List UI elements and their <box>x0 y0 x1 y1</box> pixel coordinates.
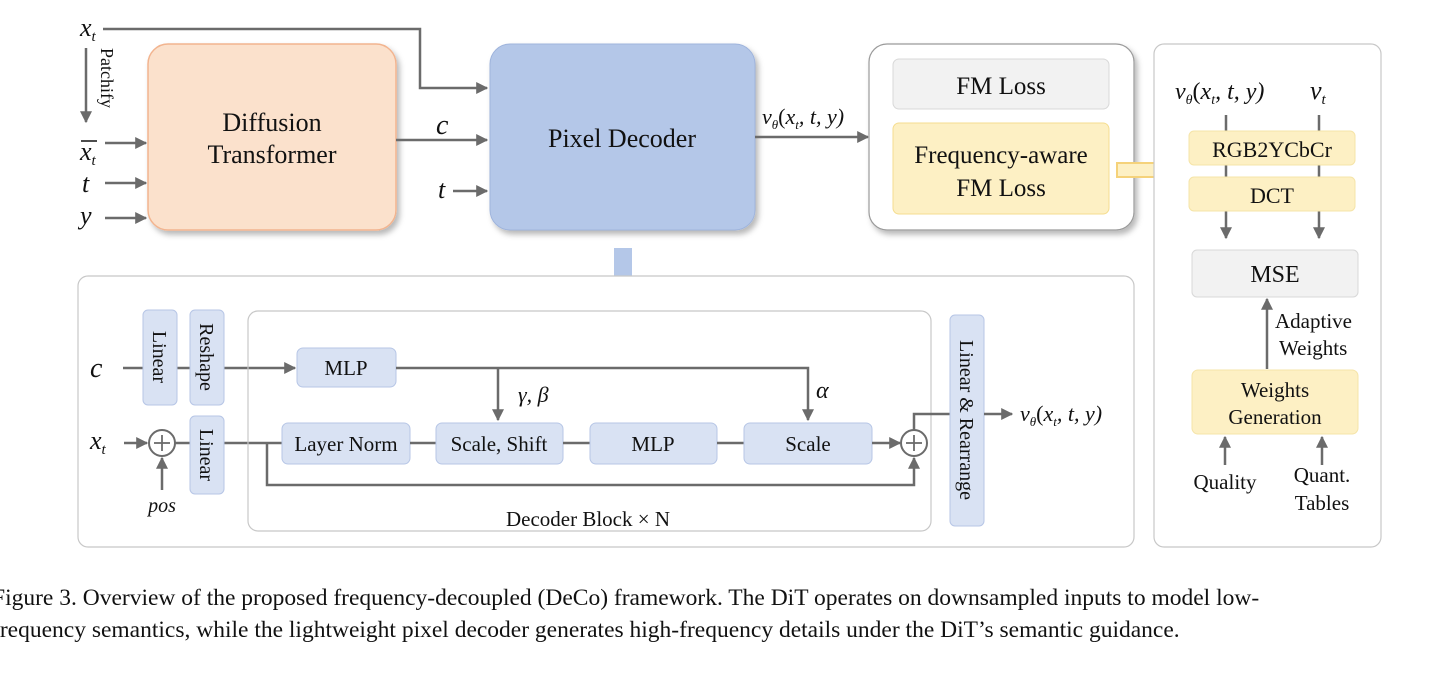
mse-label: MSE <box>1250 262 1299 288</box>
freq-pred-label: vθ(xt, t, y) <box>1175 79 1264 108</box>
detail-xt-label: xt <box>89 426 107 458</box>
reshape-label: Reshape <box>195 323 217 391</box>
freq-target-label: vt <box>1310 76 1327 108</box>
detail-output-label: vθ(xt, t, y) <box>1020 401 1102 429</box>
dct-label: DCT <box>1250 183 1295 208</box>
wg-label-line2: Generation <box>1228 405 1322 429</box>
wg-label-line1: Weights <box>1241 378 1309 402</box>
weights-generation-box <box>1191 369 1359 435</box>
decoder-detail-panel <box>77 275 1135 548</box>
freq-aware-label-line2: FM Loss <box>956 175 1046 202</box>
input-y-label: y <box>77 201 92 230</box>
dct-box <box>1188 176 1356 212</box>
diffusion-transformer-box <box>147 43 397 231</box>
scale-shift-label: Scale, Shift <box>451 432 548 456</box>
linear-rearrange-label: Linear & Rearrange <box>955 340 977 500</box>
pixel-decoder-label: Pixel Decoder <box>548 124 696 153</box>
linear-c-label: Linear <box>148 331 170 384</box>
input-xbar-label: xt <box>79 137 97 169</box>
decoder-block-label: Decoder Block × N <box>506 507 670 531</box>
figure-caption: Figure 3. Overview of the proposed frequ… <box>0 582 1456 646</box>
quant-label-line2: Tables <box>1295 491 1350 515</box>
fm-loss-box <box>892 58 1110 110</box>
gamma-beta-label: γ, β <box>518 382 549 407</box>
caption-line-2: frequency semantics, while the lightweig… <box>0 617 1180 643</box>
dit-label-line1: Diffusion <box>222 108 321 137</box>
dit-label-line2: Transformer <box>207 140 336 169</box>
patchify-label: Patchify <box>97 48 117 108</box>
xt-skip-arrow <box>103 27 489 94</box>
mse-box <box>1191 249 1359 298</box>
linear-x-box <box>189 415 225 495</box>
rgb2ycbcr-label: RGB2YCbCr <box>1212 137 1332 162</box>
linear-x-label: Linear <box>195 429 217 482</box>
pos-label: pos <box>146 495 176 517</box>
main-mlp-label: MLP <box>631 432 674 456</box>
detail-c-label: c <box>90 353 103 384</box>
freq-aware-loss-box <box>892 122 1110 215</box>
linear-rearrange-box <box>949 314 985 527</box>
decoder-t-label: t <box>438 175 446 204</box>
input-t-label: t <box>82 169 90 198</box>
adaptive-label-line1: Adaptive <box>1275 309 1352 333</box>
residual-arrow <box>265 443 920 487</box>
caption-line-1: Figure 3. Overview of the proposed frequ… <box>0 585 1260 611</box>
quant-label-line1: Quant. <box>1294 463 1351 487</box>
linear-c-box <box>142 309 178 406</box>
scale-label: Scale <box>785 432 830 456</box>
decoder-block-frame <box>247 310 932 532</box>
input-xt-label: xt <box>79 13 97 45</box>
cond-c-label: c <box>436 110 449 141</box>
freq-aware-label-line1: Frequency-aware <box>914 142 1088 169</box>
rgb2ycbcr-box <box>1188 130 1356 166</box>
alpha-arrow <box>396 366 814 422</box>
quality-label: Quality <box>1194 470 1257 494</box>
decoder-output-label: vθ(xt, t, y) <box>762 104 844 132</box>
layer-norm-label: Layer Norm <box>294 432 397 456</box>
fm-loss-label: FM Loss <box>956 73 1046 100</box>
reshape-box <box>189 309 225 406</box>
adaptive-label-line2: Weights <box>1279 336 1347 360</box>
alpha-label: α <box>816 378 829 404</box>
cond-mlp-label: MLP <box>324 356 367 380</box>
add-to-linear-line <box>912 412 950 430</box>
